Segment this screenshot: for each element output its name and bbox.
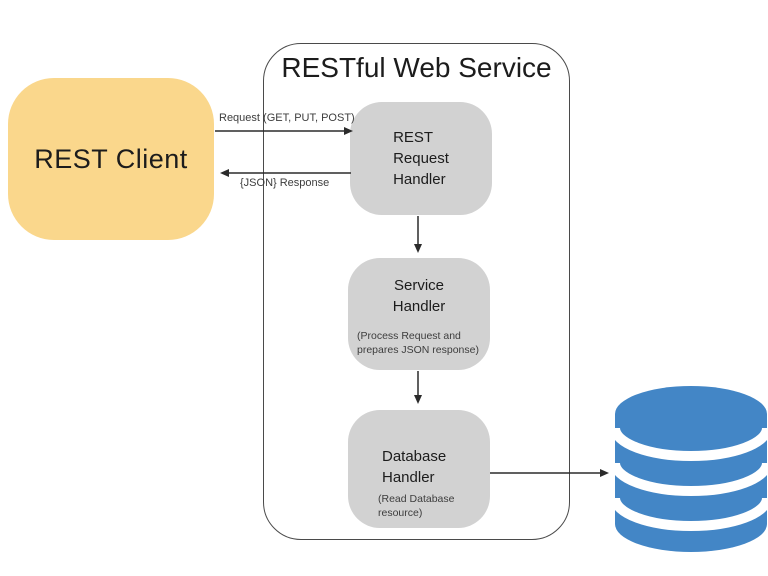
service-handler-node: Service Handler (Process Request and pre… (348, 258, 490, 370)
rest-client-node: REST Client (8, 78, 214, 240)
database-stripe (615, 462, 767, 496)
database-stripe (615, 427, 767, 461)
request-edge-label: Request (GET, PUT, POST) (219, 112, 355, 124)
database-stripe (615, 497, 767, 531)
response-edge-label: {JSON} Response (240, 177, 330, 189)
web-service-title: RESTful Web Service (281, 52, 552, 83)
service-handler-sublabel: (Process Request and prepares JSON respo… (357, 330, 479, 356)
web-service-container: RESTful Web Service (263, 43, 570, 540)
database-cylinder-icon (615, 386, 767, 552)
rest-request-handler-node: REST Request Handler (350, 102, 492, 215)
rest-request-handler-label: REST Request Handler (393, 129, 449, 188)
database-handler-node: Database Handler (Read Database resource… (348, 410, 490, 528)
database-handler-label: Database Handler (382, 448, 447, 486)
database-handler-sublabel: (Read Database resource) (378, 493, 455, 519)
database-body (615, 386, 767, 552)
rest-client-label: REST Client (34, 143, 188, 174)
service-handler-label: Service Handler (392, 277, 446, 315)
